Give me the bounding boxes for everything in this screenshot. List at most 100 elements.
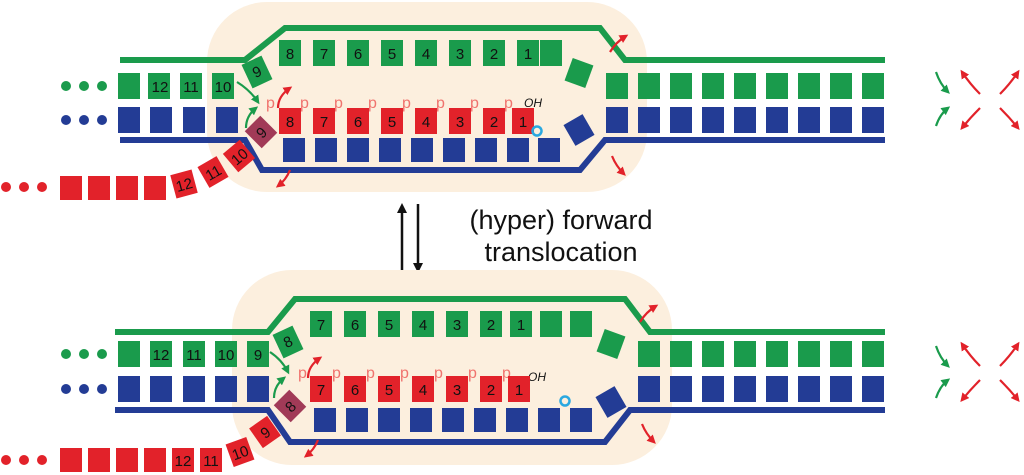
rna-base (225, 436, 255, 468)
rna-number: 6 (354, 114, 362, 131)
template-number: 8 (286, 46, 294, 63)
template-base (449, 40, 471, 66)
nontemplate-base (862, 376, 884, 402)
nontemplate-base (183, 376, 205, 402)
phosphate-label: p (298, 365, 307, 382)
phosphate-label: p (334, 95, 343, 112)
rna-number: 3 (456, 114, 464, 131)
template-base (347, 40, 369, 66)
rna-base (378, 376, 400, 402)
rna-base (344, 376, 366, 402)
nontemplate-base (443, 138, 465, 162)
template-base (862, 341, 884, 367)
nontemplate-base (216, 107, 238, 133)
template-base (378, 311, 400, 337)
rna-number: 12 (174, 175, 195, 196)
template-base (118, 73, 140, 99)
rna-base (116, 448, 138, 472)
template-base (702, 73, 724, 99)
template-base (272, 325, 304, 359)
template-number: 2 (487, 317, 495, 334)
template-base (638, 73, 660, 99)
rna-base (244, 115, 278, 149)
rna-number: 1 (519, 114, 527, 131)
template-base (483, 40, 505, 66)
rna-base (449, 108, 471, 134)
nontemplate-base (474, 408, 496, 432)
nontemplate-base (506, 408, 528, 432)
oh-label: OH (528, 370, 546, 384)
template-base (241, 55, 273, 89)
rna-number: 2 (487, 382, 495, 399)
rna-base (381, 108, 403, 134)
template-number: 5 (385, 317, 393, 334)
phosphate-label: p (436, 95, 445, 112)
caption-line-1: (hyper) forward (469, 205, 653, 235)
template-number: 7 (320, 46, 328, 63)
rna-base (249, 415, 281, 449)
template-base (412, 311, 434, 337)
nontemplate-base (595, 386, 627, 418)
template-base (517, 40, 539, 66)
phosphate-label: p (332, 365, 341, 382)
rna-base (415, 108, 437, 134)
rna-base (116, 176, 138, 200)
nontemplate-base (150, 107, 172, 133)
rna-base (512, 108, 534, 134)
nontemplate-base (638, 107, 660, 133)
rna-base (273, 389, 307, 423)
template-number: 11 (186, 347, 202, 364)
nontemplate-base (314, 408, 336, 432)
phosphate-label: p (300, 95, 309, 112)
nontemplate-base (538, 138, 560, 162)
nontemplate-base (798, 107, 820, 133)
caption-line-2: translocation (484, 237, 638, 267)
nontemplate-base (411, 138, 433, 162)
panel-bottom: 12 11 10 9 8 7 6 5 4 3 2 1 p (1, 270, 1020, 472)
template-strand-line (115, 296, 885, 335)
nontemplate-base (538, 408, 560, 432)
nontemplate-base (638, 376, 660, 402)
template-number: 5 (388, 46, 396, 63)
template-base (830, 73, 852, 99)
nontemplate-base (563, 114, 595, 146)
rna-base (222, 139, 256, 173)
rna-number: 7 (320, 114, 328, 131)
template-base (446, 311, 468, 337)
rna-number: 1 (515, 382, 523, 399)
nontemplate-base (379, 138, 401, 162)
template-base (310, 311, 332, 337)
template-number: 3 (453, 317, 461, 334)
curved-arrow-icon (236, 34, 1020, 188)
template-base (180, 73, 202, 99)
rna-base (347, 108, 369, 134)
curved-arrow-icon (269, 304, 1020, 458)
template-base (606, 73, 628, 99)
rna-number: 7 (317, 382, 325, 399)
rna-base (172, 448, 194, 472)
template-number: 4 (419, 317, 427, 334)
rna-base (279, 108, 301, 134)
rna-number: 5 (388, 114, 396, 131)
rna-base (508, 376, 530, 402)
rna-base (144, 176, 166, 200)
template-number: 1 (524, 46, 532, 63)
template-number: 12 (153, 347, 170, 364)
nontemplate-base (442, 408, 464, 432)
template-base (798, 341, 820, 367)
template-number: 9 (254, 347, 262, 364)
phosphate-label: p (368, 95, 377, 112)
nontemplate-base (347, 138, 369, 162)
template-number: 6 (351, 317, 359, 334)
nontemplate-base (507, 138, 529, 162)
nontemplate-strand-line (120, 137, 885, 173)
rna-base (144, 448, 166, 472)
phosphate-label: p (266, 95, 275, 112)
nontemplate-base (346, 408, 368, 432)
rna-base (88, 176, 110, 200)
phosphate-label: p (366, 365, 375, 382)
nontemplate-base (118, 376, 140, 402)
template-number: 1 (517, 317, 525, 334)
template-base (279, 40, 301, 66)
